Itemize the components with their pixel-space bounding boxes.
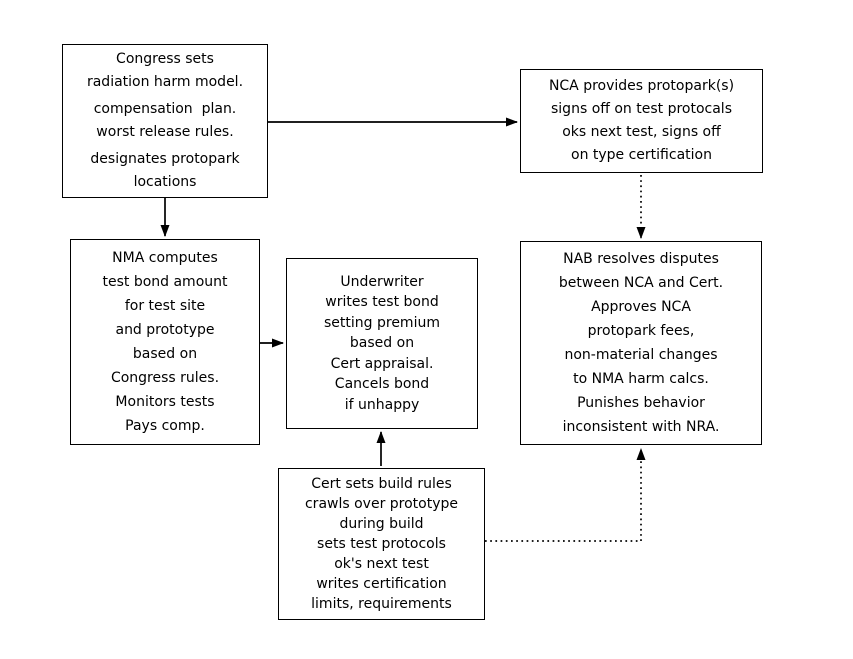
nab-line: between NCA and Cert. <box>558 275 724 291</box>
nma-line: Pays comp. <box>125 418 205 434</box>
nab-line: NAB resolves disputes <box>563 251 719 267</box>
congress-line: Congress sets <box>116 51 214 67</box>
underwriter-line: if unhappy <box>344 396 420 413</box>
nab-line: to NMA harm calcs. <box>573 371 709 387</box>
nca-box: NCA provides protopark(s) signs off on t… <box>520 69 763 173</box>
nma-line: Monitors tests <box>115 394 215 410</box>
nab-line: Approves NCA <box>591 299 691 315</box>
cert-line: limits, requirements <box>311 596 452 612</box>
underwriter-line: Cancels bond <box>334 376 430 393</box>
nab-line: non-material changes <box>564 347 718 363</box>
nab-line: protopark fees, <box>587 323 695 339</box>
cert-line: crawls over prototype <box>304 496 458 512</box>
underwriter-line: Cert appraisal. <box>330 355 434 372</box>
nma-line: Congress rules. <box>110 370 220 386</box>
cert-line: ok's next test <box>334 556 429 572</box>
congress-line: radiation harm model. <box>86 74 244 90</box>
nca-line: signs off on test protocals <box>551 101 732 117</box>
underwriter-line: writes test bond <box>325 294 439 311</box>
congress-line: worst release rules. <box>96 124 234 140</box>
cert-line: sets test protocols <box>317 536 446 552</box>
nma-box: NMA computes test bond amount for test s… <box>70 239 260 445</box>
nma-line: NMA computes <box>112 250 218 266</box>
underwriter-line: based on <box>349 335 415 352</box>
cert-line: during build <box>339 516 424 532</box>
cert-line: writes certification <box>316 576 447 592</box>
congress-line: compensation plan. <box>93 101 237 117</box>
nab-line: Punishes behavior <box>577 395 705 411</box>
congress-box: Congress sets radiation harm model. comp… <box>62 44 268 198</box>
nma-line: based on <box>132 346 198 362</box>
nca-line: oks next test, signs off <box>562 124 721 140</box>
cert-box: Cert sets build rules crawls over protot… <box>278 468 485 620</box>
congress-line: locations <box>133 174 197 190</box>
underwriter-line: Underwriter <box>340 273 424 290</box>
arrow-cert-to-nab-dotted <box>485 448 646 542</box>
underwriter-box: Underwriter writes test bond setting pre… <box>286 258 478 429</box>
congress-line: designates protopark <box>90 151 240 167</box>
nca-line: on type certification <box>571 147 712 163</box>
nab-line: inconsistent with NRA. <box>562 419 720 435</box>
nca-line: NCA provides protopark(s) <box>548 78 735 94</box>
underwriter-line: setting premium <box>324 314 440 331</box>
nab-box: NAB resolves disputes between NCA and Ce… <box>520 241 762 445</box>
nma-line: and prototype <box>115 322 215 338</box>
nma-line: for test site <box>124 298 206 314</box>
nma-line: test bond amount <box>102 274 228 290</box>
cert-line: Cert sets build rules <box>311 476 452 492</box>
